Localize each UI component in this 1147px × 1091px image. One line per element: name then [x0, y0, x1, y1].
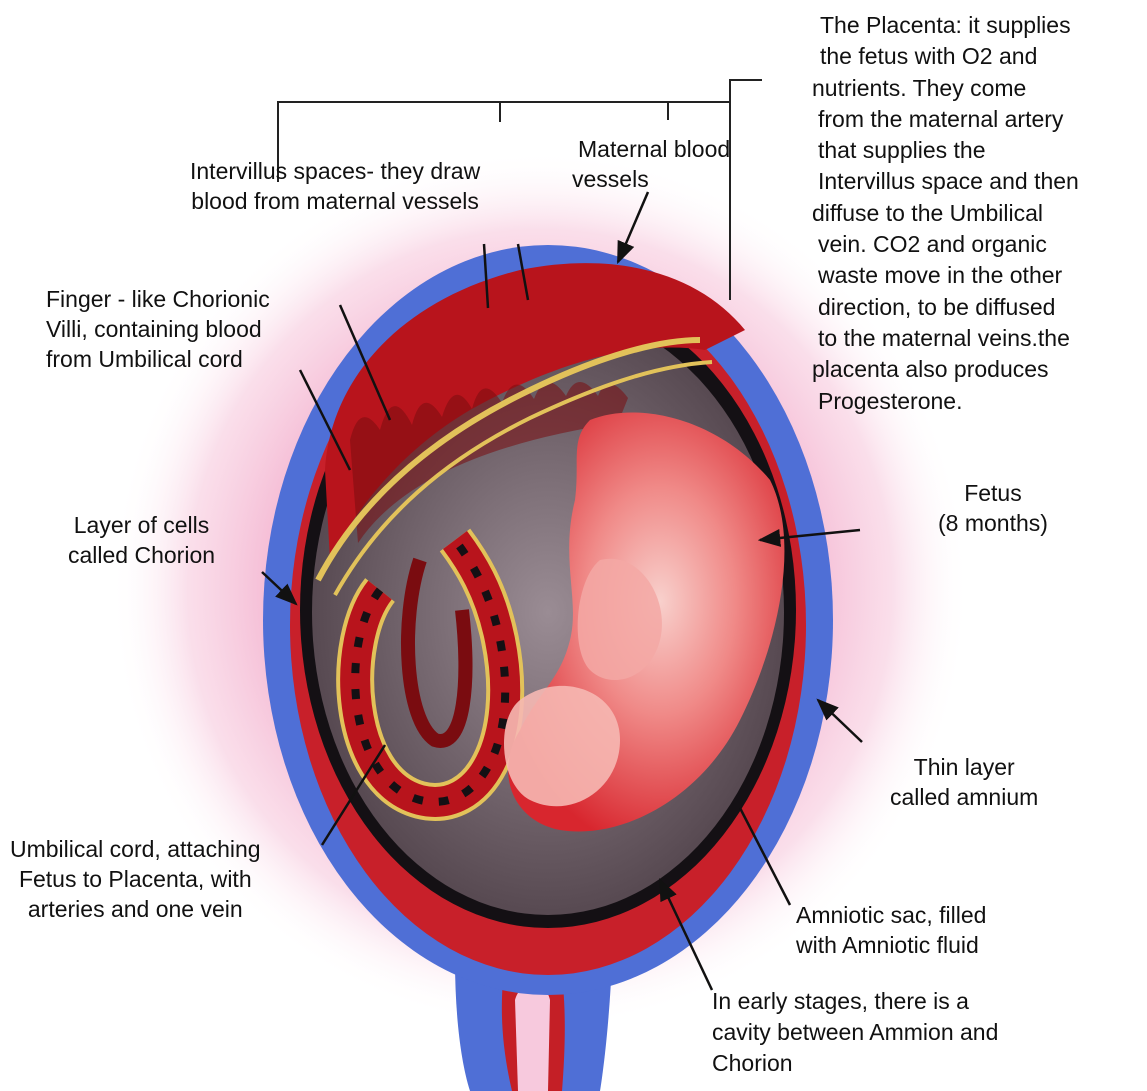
label-early-stages: In early stages, there is a cavity betwe…: [712, 986, 998, 1079]
label-intervillus-spaces: Intervillus spaces- they draw blood from…: [190, 156, 480, 216]
label-amnium: Thin layer called amnium: [890, 752, 1038, 812]
label-fetus: Fetus (8 months): [938, 478, 1048, 538]
cervix-fold: [515, 984, 550, 1091]
label-chorion: Layer of cells called Chorion: [68, 510, 215, 570]
label-chorionic-villi: Finger - like Chorionic Villi, containin…: [46, 284, 270, 374]
label-maternal-blood-vessels: Maternal blood vessels: [572, 134, 730, 194]
label-placenta: The Placenta: it supplies the fetus with…: [812, 10, 1079, 417]
label-amniotic-sac: Amniotic sac, filled with Amniotic fluid: [796, 900, 986, 960]
label-umbilical-cord: Umbilical cord, attaching Fetus to Place…: [10, 834, 261, 924]
